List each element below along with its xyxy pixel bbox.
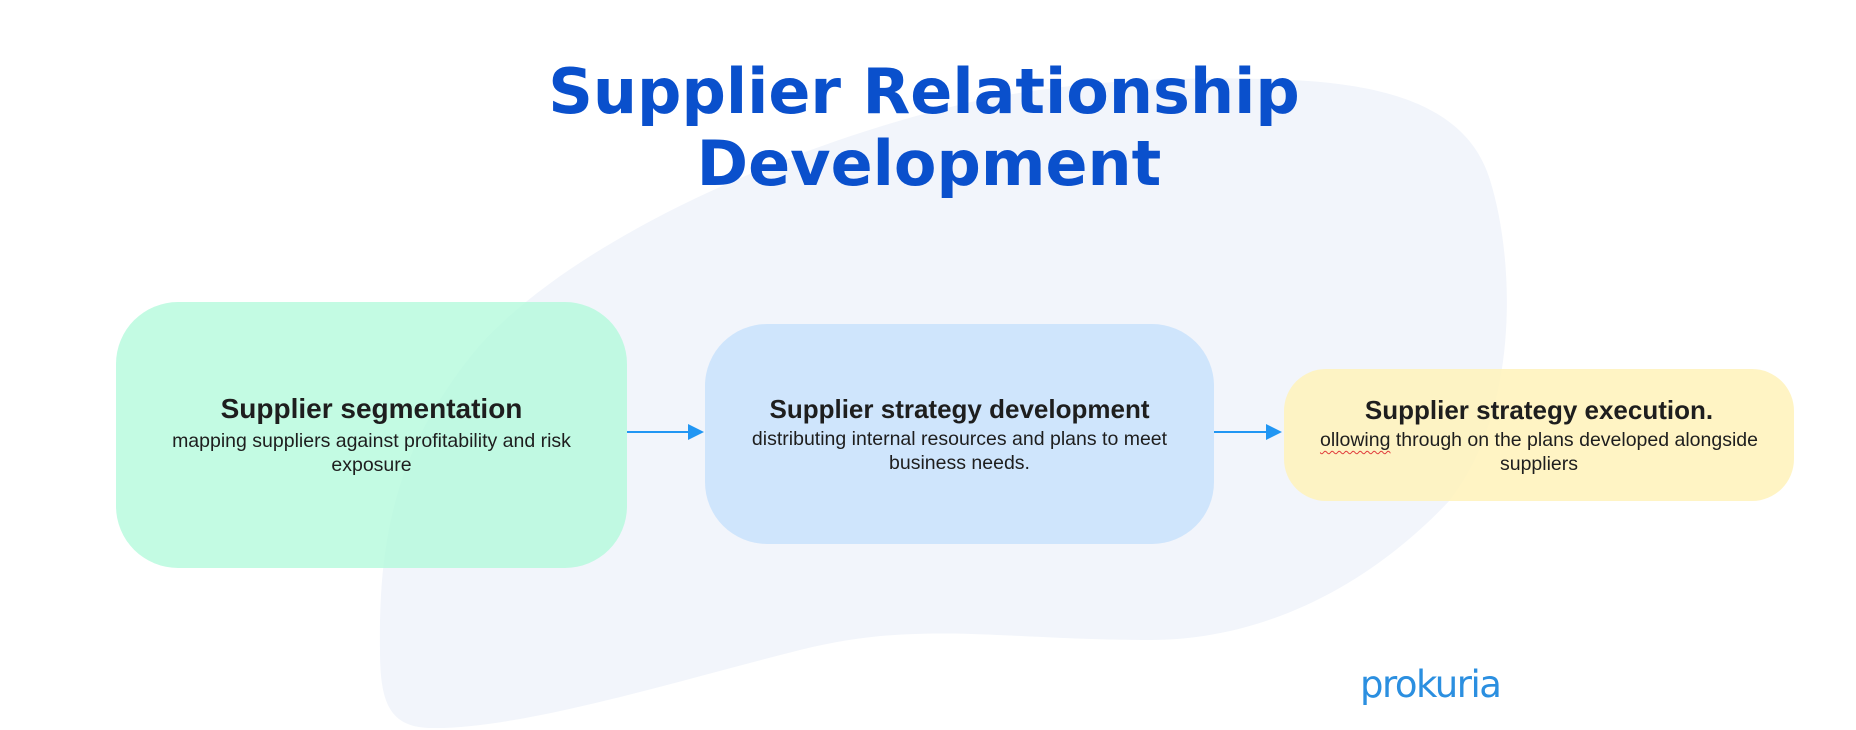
step-supplier-segmentation: Supplier segmentation mapping suppliers … <box>116 302 627 568</box>
spellcheck-flagged-word: ollowing <box>1319 429 1391 451</box>
arrow-step2-to-step3 <box>1214 424 1282 440</box>
page-title: Supplier Relationship Development <box>0 56 1856 200</box>
step-description: distributing internal resources and plan… <box>751 428 1168 474</box>
step-heading: Supplier segmentation <box>220 393 523 424</box>
title-line-1: Supplier Relationship <box>548 55 1300 128</box>
step-description: mapping suppliers against profitability … <box>172 430 571 476</box>
step-heading: Supplier strategy execution. <box>1364 395 1714 425</box>
prokuria-logo: prokuria <box>1360 663 1502 706</box>
step-supplier-strategy-development: Supplier strategy development distributi… <box>705 324 1214 544</box>
step-description-rest: through on the plans developed alongside… <box>1390 429 1758 475</box>
step-supplier-strategy-execution: Supplier strategy execution. ollowing th… <box>1284 369 1794 501</box>
step-description: ollowing through on the plans developed … <box>1314 428 1764 476</box>
arrow-step1-to-step2 <box>627 424 704 440</box>
step-heading: Supplier strategy development <box>769 394 1150 424</box>
title-line-2: Development <box>696 127 1162 200</box>
